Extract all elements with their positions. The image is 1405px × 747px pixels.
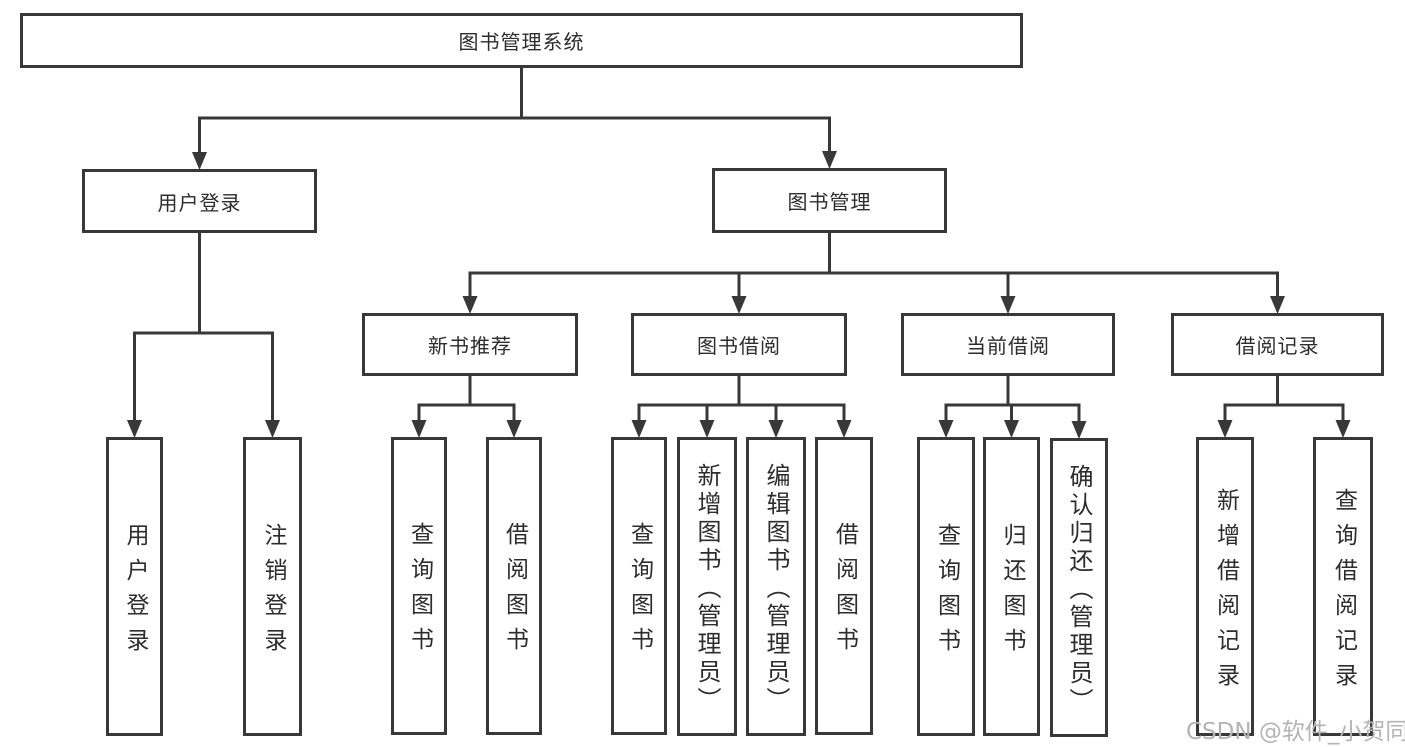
node-borrowing-records: 借阅记录 bbox=[1171, 313, 1384, 376]
node-leaf-user-login: 用户登录 bbox=[106, 437, 163, 736]
watermark: CSDN @软件_小贺同学 bbox=[1186, 719, 1405, 745]
node-book-management: 图书管理 bbox=[712, 168, 947, 233]
node-label-borrowing-records: 借阅记录 bbox=[1235, 334, 1320, 358]
node-leaf-logout: 注销登录 bbox=[243, 437, 302, 736]
node-leaf-borrow-books-1: 借阅图书 bbox=[486, 437, 542, 735]
node-root: 图书管理系统 bbox=[20, 13, 1023, 68]
node-label-current-borrowing: 当前借阅 bbox=[966, 334, 1050, 358]
node-label-new-book-recommend: 新书推荐 bbox=[428, 334, 512, 358]
node-label-leaf-user-login: 用户登录 bbox=[122, 522, 148, 663]
node-book-borrowing: 图书借阅 bbox=[631, 313, 847, 376]
node-label-leaf-borrow-books-1: 借阅图书 bbox=[501, 522, 528, 662]
node-leaf-query-books-3: 查询图书 bbox=[917, 437, 975, 736]
node-leaf-query-borrow-record: 查询借阅记录 bbox=[1313, 437, 1373, 736]
node-label-leaf-borrow-books-2: 借阅图书 bbox=[831, 522, 858, 662]
node-leaf-query-books-2: 查询图书 bbox=[611, 437, 667, 735]
node-label-leaf-edit-books: 编辑图书（管理员） bbox=[762, 462, 790, 715]
node-label-leaf-return-books: 归还图书 bbox=[999, 522, 1025, 663]
node-label-leaf-logout: 注销登录 bbox=[260, 522, 286, 663]
node-leaf-edit-books: 编辑图书（管理员） bbox=[746, 437, 806, 736]
node-label-book-borrowing: 图书借阅 bbox=[697, 334, 781, 358]
node-label-leaf-query-borrow-record: 查询借阅记录 bbox=[1330, 487, 1357, 698]
node-new-book-recommend: 新书推荐 bbox=[362, 313, 578, 376]
node-label-leaf-add-books: 新增图书（管理员） bbox=[693, 462, 721, 715]
node-label-leaf-query-books-1: 查询图书 bbox=[406, 522, 433, 662]
node-label-user-login: 用户登录 bbox=[157, 190, 242, 215]
node-leaf-borrow-books-2: 借阅图书 bbox=[815, 437, 873, 735]
node-user-login: 用户登录 bbox=[82, 169, 317, 233]
node-label-leaf-query-books-2: 查询图书 bbox=[626, 522, 653, 662]
node-label-leaf-confirm-return: 确认归还（管理员） bbox=[1065, 463, 1093, 716]
node-label-root: 图书管理系统 bbox=[458, 30, 585, 54]
node-leaf-add-borrow-record: 新增借阅记录 bbox=[1196, 437, 1254, 736]
node-leaf-confirm-return: 确认归还（管理员） bbox=[1050, 438, 1108, 737]
node-current-borrowing: 当前借阅 bbox=[901, 313, 1115, 376]
node-leaf-return-books: 归还图书 bbox=[983, 437, 1040, 736]
node-label-leaf-query-books-3: 查询图书 bbox=[933, 522, 960, 663]
node-label-leaf-add-borrow-record: 新增借阅记录 bbox=[1212, 487, 1239, 698]
node-leaf-query-books-1: 查询图书 bbox=[391, 437, 447, 735]
node-label-book-management: 图书管理 bbox=[787, 190, 872, 214]
node-leaf-add-books: 新增图书（管理员） bbox=[677, 437, 737, 736]
